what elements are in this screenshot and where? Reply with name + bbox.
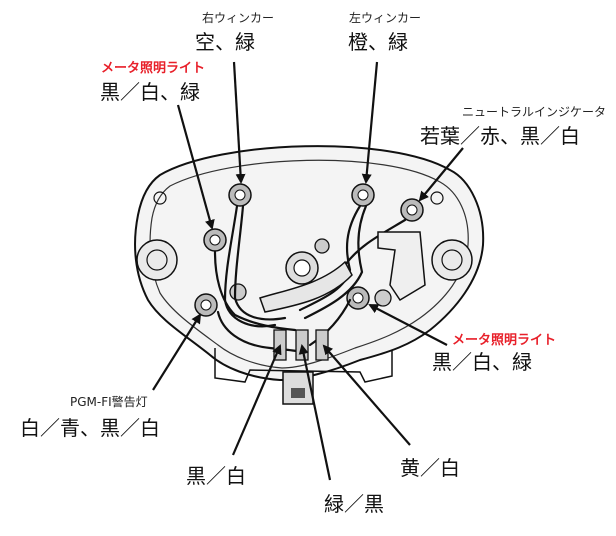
meter-light-colors-top: 黒／白、緑	[100, 80, 200, 104]
arrow-pgm	[152, 313, 202, 391]
small-socket-a	[229, 283, 247, 301]
arrow-left-winker	[361, 61, 379, 184]
neutral-indicator-title: ニュートラルインジケータ	[462, 105, 607, 119]
wire-label-black-white: 黒／白	[186, 464, 246, 488]
right-winker-title: 右ウィンカー	[202, 11, 275, 25]
arrow-right-winker	[232, 61, 246, 184]
arrow-yellow-white	[322, 344, 411, 446]
arrow-green-black	[298, 344, 332, 481]
left-mount-lug	[136, 239, 178, 281]
arrow-neutral	[418, 147, 464, 202]
arrow-meter-light-2	[368, 304, 448, 346]
left-winker-title: 左ウィンカー	[349, 11, 422, 25]
pgm-fi-warning-colors: 白／青、黒／白	[20, 416, 160, 440]
small-socket-c	[314, 238, 330, 254]
meter-light-colors-bottom: 黒／白、緑	[432, 350, 532, 374]
arrow-black-white	[231, 344, 282, 456]
right-bracket	[377, 231, 426, 302]
bottom-bracket	[214, 348, 393, 383]
terminal-mid	[295, 329, 309, 361]
pgm-fi-warning-title: PGM-FI警告灯	[70, 395, 148, 409]
meter-light-title-bottom: メータ照明ライト	[452, 333, 557, 348]
terminal-right	[315, 329, 329, 361]
right-mount-lug	[431, 239, 473, 281]
leader-lines	[152, 61, 464, 481]
left-winker-colors: 橙、緑	[348, 30, 408, 54]
wire-label-green-black: 緑／黒	[324, 492, 384, 516]
small-socket-b	[374, 289, 392, 307]
right-winker-colors: 空、緑	[195, 30, 255, 54]
wire-label-yellow-white: 黄／白	[400, 456, 460, 480]
arrow-meter-light-1	[176, 104, 215, 230]
top-left-screw	[153, 191, 167, 205]
wire-bundle-tube	[259, 260, 353, 313]
neutral-indicator-colors: 若葉／赤、黒／白	[420, 124, 580, 148]
top-right-screw	[430, 191, 444, 205]
meter-light-title-top: メータ照明ライト	[101, 61, 206, 76]
